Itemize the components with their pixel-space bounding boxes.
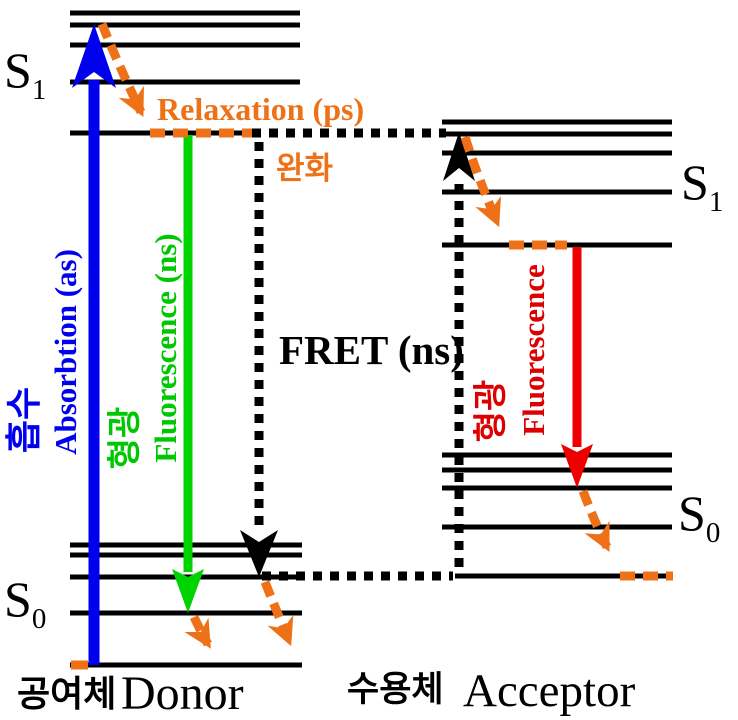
acceptor-title-en: Acceptor [463,665,636,717]
donor-fluorescence-arrowhead [172,569,204,613]
donor-s1-relaxation-arrow [97,22,146,118]
acceptor-fluorescence-label-ko: 형광 [472,380,510,443]
donor-title-ko: 공여체 [17,673,116,714]
relaxation-label-en: Relaxation (ps) [157,91,364,127]
absorption-arrowhead [72,24,116,88]
acceptor-fluorescence-label-en: Fluorescence [516,264,551,436]
absorption-arrow [72,24,116,665]
fret-up-arrowhead [443,132,475,181]
relaxation-paths [71,22,673,670]
acceptor-s1-label: S1 [681,154,723,218]
donor-fluorescence-label-en: Fluorescence (ns) [148,233,183,462]
acceptor-fluorescence-shaft [572,247,582,447]
relaxation-label-ko: 완화 [276,151,334,186]
donor-fluorescence-label-ko: 형광 [106,407,144,470]
acceptor-s0-levels [442,452,672,579]
donor-fluorescence-arrow [172,135,204,613]
donor-s0-relaxation-arrow-fret [260,580,294,647]
fret-label: FRET (ns) [279,327,464,373]
donor-s0-relaxation-arrow-green [184,615,212,649]
acceptor-fluorescence-arrowhead [561,444,593,488]
absorption-label-ko: 흡수 [3,387,44,453]
acceptor-s1-relaxation-arrow [460,135,502,228]
absorption-label-en: Absorbtion (as) [48,249,83,455]
fret-down-arrowhead [240,530,278,577]
donor-s1-label: S1 [4,42,46,106]
acceptor-fluorescence-arrow [561,247,593,488]
fret-coupling-lines [240,128,475,581]
acceptor-title-ko: 수용체 [347,670,444,709]
acceptor-s0-label: S0 [678,485,720,549]
donor-fluorescence-shaft [183,135,193,572]
acceptor-s0-relaxation-arrow [578,489,612,552]
donor-s0-label: S0 [4,571,46,635]
absorption-arrow-shaft [88,80,100,665]
donor-title-en: Donor [121,667,244,720]
